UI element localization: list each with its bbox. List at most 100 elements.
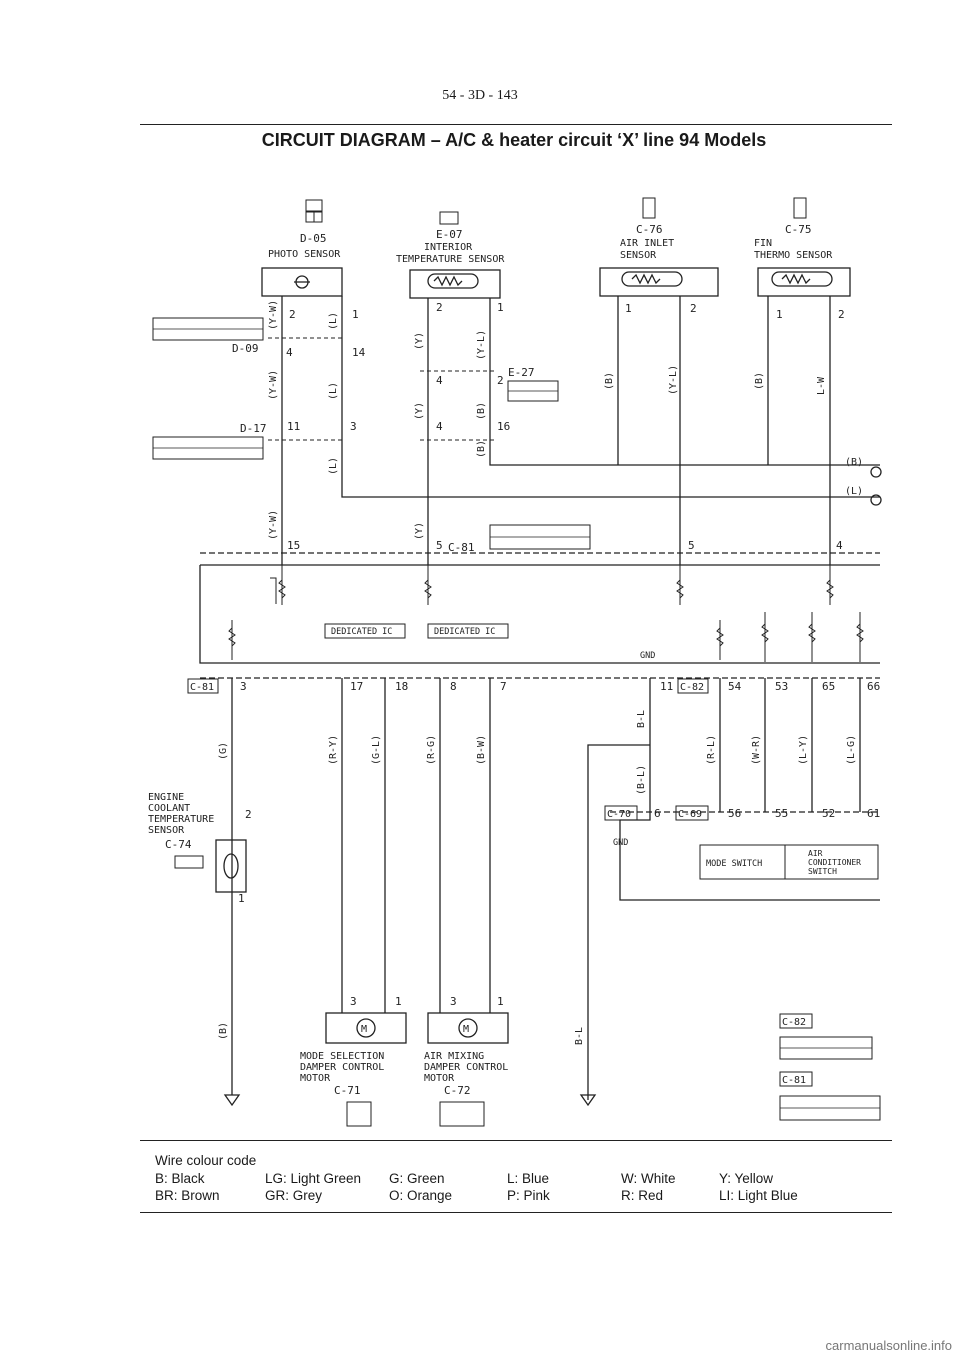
svg-text:SENSOR: SENSOR xyxy=(148,825,185,836)
svg-text:56: 56 xyxy=(728,807,741,820)
wire-labels-lower: (G) (R-Y) (G-L) (R-G) (B-W) B-L (B-L) (R… xyxy=(218,710,857,1045)
wire-labels-upper: (Y-W) (L) (Y-W) (L) (L) (Y-W) (Y) (Y-L) … xyxy=(268,300,863,540)
svg-text:3: 3 xyxy=(350,995,357,1008)
svg-text:(Y-W): (Y-W) xyxy=(268,300,279,330)
svg-text:3: 3 xyxy=(350,420,357,433)
d09-label: D-09 xyxy=(232,342,259,355)
svg-text:C-81: C-81 xyxy=(782,1075,806,1086)
coolant-sensor-c74: ENGINE COOLANT TEMPERATURE SENSOR C-74 xyxy=(148,792,247,893)
dedicated-ic-1-label: DEDICATED IC xyxy=(331,627,392,637)
dedicated-ic-2 xyxy=(427,623,509,639)
svg-text:MOTOR: MOTOR xyxy=(424,1073,455,1084)
svg-text:(B): (B) xyxy=(754,372,765,390)
svg-text:C-70: C-70 xyxy=(607,809,631,820)
svg-text:1: 1 xyxy=(238,892,245,905)
svg-text:MODE SELECTION: MODE SELECTION xyxy=(300,1051,384,1062)
c76-name-1: AIR INLET xyxy=(620,238,674,249)
svg-text:C-72: C-72 xyxy=(444,1084,471,1097)
legend-entry: Y: Yellow xyxy=(719,1171,774,1186)
legend-row: BR: Brown GR: Grey O: Orange P: Pink R: … xyxy=(155,1187,798,1204)
svg-text:C-82: C-82 xyxy=(782,1017,806,1028)
legend-entry: R: Red xyxy=(621,1188,664,1203)
svg-text:L-W: L-W xyxy=(816,376,827,395)
svg-text:(L-G): (L-G) xyxy=(846,735,857,765)
svg-text:(W-R): (W-R) xyxy=(751,735,762,765)
fin-thermo-sensor-c75: C-75 FIN THERMO SENSOR xyxy=(754,197,851,297)
svg-text:1: 1 xyxy=(395,995,402,1008)
c75-name-2: THERMO SENSOR xyxy=(754,250,833,261)
header-rule xyxy=(140,124,892,125)
d17-label: D-17 xyxy=(240,422,267,435)
connector-e27: E-27 xyxy=(507,366,559,402)
svg-text:3: 3 xyxy=(450,995,457,1008)
c75-code: C-75 xyxy=(785,223,812,236)
svg-text:(B): (B) xyxy=(845,457,863,468)
svg-text:1: 1 xyxy=(776,308,783,321)
legend-entry: LG: Light Green xyxy=(265,1171,362,1186)
svg-text:(Y): (Y) xyxy=(414,332,425,350)
svg-text:17: 17 xyxy=(350,680,363,693)
svg-text:C-82: C-82 xyxy=(680,682,704,693)
svg-text:(R-L): (R-L) xyxy=(706,735,717,765)
ac-switch-label-2: CONDITIONER xyxy=(808,858,861,867)
legend-row: B: Black LG: Light Green G: Green L: Blu… xyxy=(155,1170,798,1187)
legend-entry: L: Blue xyxy=(507,1171,550,1186)
svg-text:5: 5 xyxy=(436,539,443,552)
c75-name-1: FIN xyxy=(754,238,772,249)
gnd-label-switch: GND xyxy=(613,838,628,848)
svg-text:11: 11 xyxy=(287,420,300,433)
svg-text:7: 7 xyxy=(500,680,507,693)
svg-text:(Y-L): (Y-L) xyxy=(668,365,679,395)
wire-b-center xyxy=(489,298,880,466)
svg-text:6: 6 xyxy=(654,807,661,820)
svg-text:DAMPER CONTROL: DAMPER CONTROL xyxy=(424,1062,508,1073)
legend-entry: LI: Light Blue xyxy=(719,1188,798,1203)
connector-c70: C-70 xyxy=(604,805,638,821)
svg-text:4: 4 xyxy=(836,539,843,552)
mode-switch-label: MODE SWITCH xyxy=(706,859,762,869)
connector-c81-ref: C-81 xyxy=(779,1071,881,1121)
svg-text:4: 4 xyxy=(286,346,293,359)
wire-colour-legend: Wire colour code B: Black LG: Light Gree… xyxy=(155,1152,798,1204)
svg-text:B-L: B-L xyxy=(636,710,647,728)
d05-name: PHOTO SENSOR xyxy=(268,249,341,260)
wires-switch xyxy=(719,678,861,812)
svg-text:1: 1 xyxy=(497,301,504,314)
svg-text:C-74: C-74 xyxy=(165,838,192,851)
e07-name-1: INTERIOR xyxy=(424,242,473,253)
svg-text:AIR MIXING: AIR MIXING xyxy=(424,1051,484,1062)
svg-text:C-69: C-69 xyxy=(678,809,702,820)
svg-text:MOTOR: MOTOR xyxy=(300,1073,331,1084)
svg-text:1: 1 xyxy=(497,995,504,1008)
dedicated-ic-2-label: DEDICATED IC xyxy=(434,627,495,637)
svg-text:M: M xyxy=(361,1024,367,1035)
ecu-internal-resistors xyxy=(228,565,864,662)
legend-heading: Wire colour code xyxy=(155,1153,257,1168)
dedicated-ic-1 xyxy=(324,623,406,639)
ground-arrows xyxy=(223,1094,597,1107)
e07-code: E-07 xyxy=(436,228,463,241)
wire-l-left xyxy=(341,296,880,498)
legend-entry: BR: Brown xyxy=(155,1188,220,1203)
c81-top-label: C-81 xyxy=(448,541,475,554)
legend-entry: W: White xyxy=(621,1171,676,1186)
svg-text:(L): (L) xyxy=(328,457,339,475)
svg-text:C-81: C-81 xyxy=(190,682,214,693)
svg-text:1: 1 xyxy=(352,308,359,321)
legend-table: B: Black LG: Light Green G: Green L: Blu… xyxy=(155,1170,798,1204)
svg-text:2: 2 xyxy=(436,301,443,314)
svg-text:52: 52 xyxy=(822,807,835,820)
c76-name-2: SENSOR xyxy=(620,250,657,261)
svg-text:4: 4 xyxy=(436,420,443,433)
legend-entry: O: Orange xyxy=(389,1188,453,1203)
svg-text:11: 11 xyxy=(660,680,673,693)
svg-text:(L): (L) xyxy=(328,382,339,400)
svg-text:TEMPERATURE: TEMPERATURE xyxy=(148,814,214,825)
svg-text:(Y): (Y) xyxy=(414,522,425,540)
svg-text:(Y-W): (Y-W) xyxy=(268,370,279,400)
svg-text:(L): (L) xyxy=(845,486,863,497)
svg-text:4: 4 xyxy=(436,374,443,387)
